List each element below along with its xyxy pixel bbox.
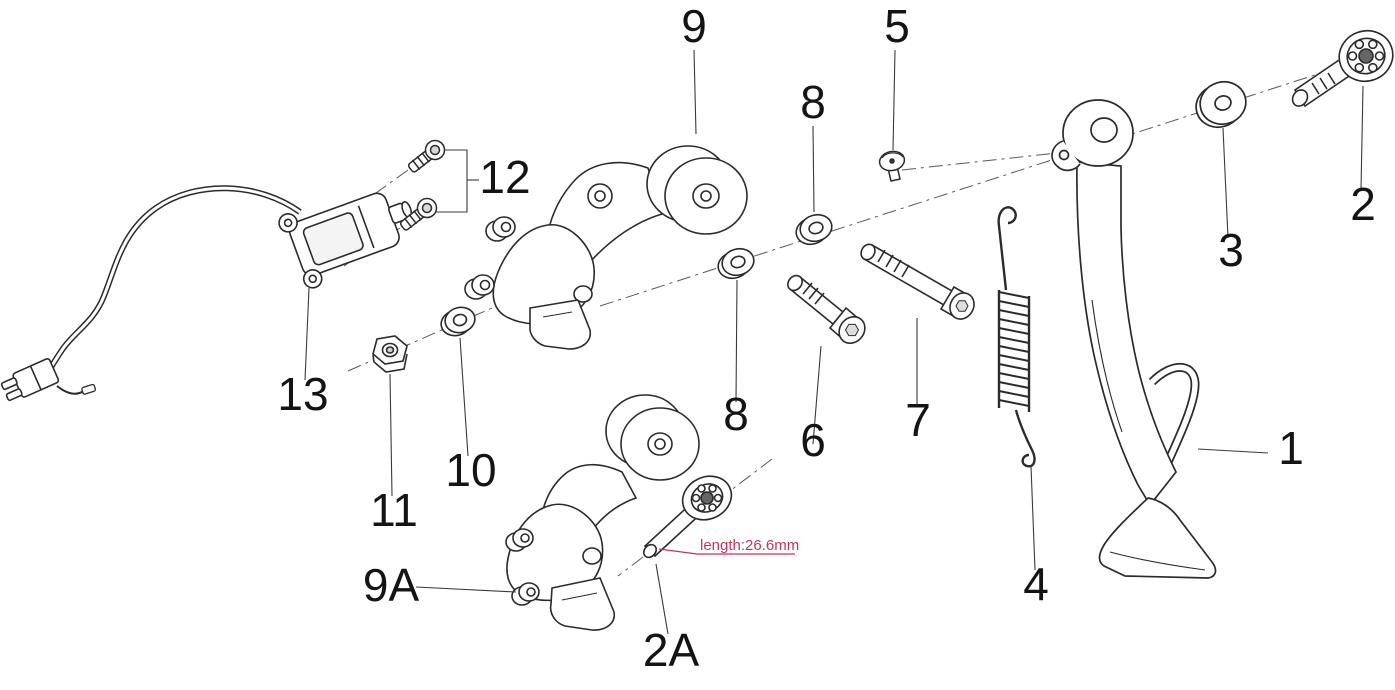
- part-label-10: 10: [445, 444, 496, 496]
- part-10-washer: [440, 306, 476, 337]
- part-labels: 9 5 8 2 3 12 13 11 10 8 6 7 9A 2A 4 1: [277, 0, 1375, 676]
- part-label-12: 12: [479, 151, 530, 203]
- part-12-switch-screws: [399, 139, 446, 231]
- stand-leg: [1076, 161, 1178, 507]
- hex-socket: [955, 300, 969, 312]
- part-label-2: 2: [1350, 178, 1376, 230]
- part-8-washers: [717, 213, 833, 280]
- part-label-9a: 9A: [363, 559, 420, 611]
- stand-foot: [1098, 497, 1217, 579]
- part-4-return-spring: [997, 206, 1036, 468]
- part-label-4: 4: [1023, 558, 1049, 610]
- length-annotation-group: length:26.6mm: [658, 537, 799, 555]
- part-label-11: 11: [370, 484, 418, 536]
- part-label-3: 3: [1218, 224, 1244, 276]
- label-leader-lines: [304, 49, 1364, 635]
- part-9-tensioner-assembly: [464, 145, 748, 350]
- part-5-button-screw: [878, 150, 906, 182]
- part-7-socket-bolt-long: [860, 243, 975, 320]
- part-1-side-stand: [1051, 99, 1217, 579]
- part-label-9: 9: [681, 0, 707, 52]
- assembly-centerlines: [329, 49, 1393, 577]
- part-label-13: 13: [277, 368, 328, 420]
- part-13-side-stand-switch: [0, 185, 413, 402]
- part-label-5: 5: [884, 0, 910, 52]
- part-11-flange-nut: [372, 335, 408, 373]
- part-label-6: 6: [800, 414, 826, 466]
- hex-socket: [844, 323, 860, 337]
- part-6-socket-bolt-short: [787, 274, 866, 345]
- part-9a-tensioner-assembly: [505, 394, 700, 631]
- part-label-8-lower: 8: [723, 388, 749, 440]
- switch-cable: [43, 185, 302, 379]
- part-2-pivot-bolt: [1291, 29, 1394, 108]
- part-label-7: 7: [905, 394, 931, 446]
- length-annotation: length:26.6mm: [700, 537, 799, 554]
- part-2a-pivot-bolt: [642, 475, 733, 559]
- part-label-8-upper: 8: [800, 76, 826, 128]
- part-label-2a: 2A: [643, 624, 700, 676]
- cable-connector: [0, 358, 60, 402]
- part-label-1: 1: [1278, 422, 1304, 474]
- switch-body: [278, 192, 413, 289]
- part-3-washer: [1195, 80, 1247, 129]
